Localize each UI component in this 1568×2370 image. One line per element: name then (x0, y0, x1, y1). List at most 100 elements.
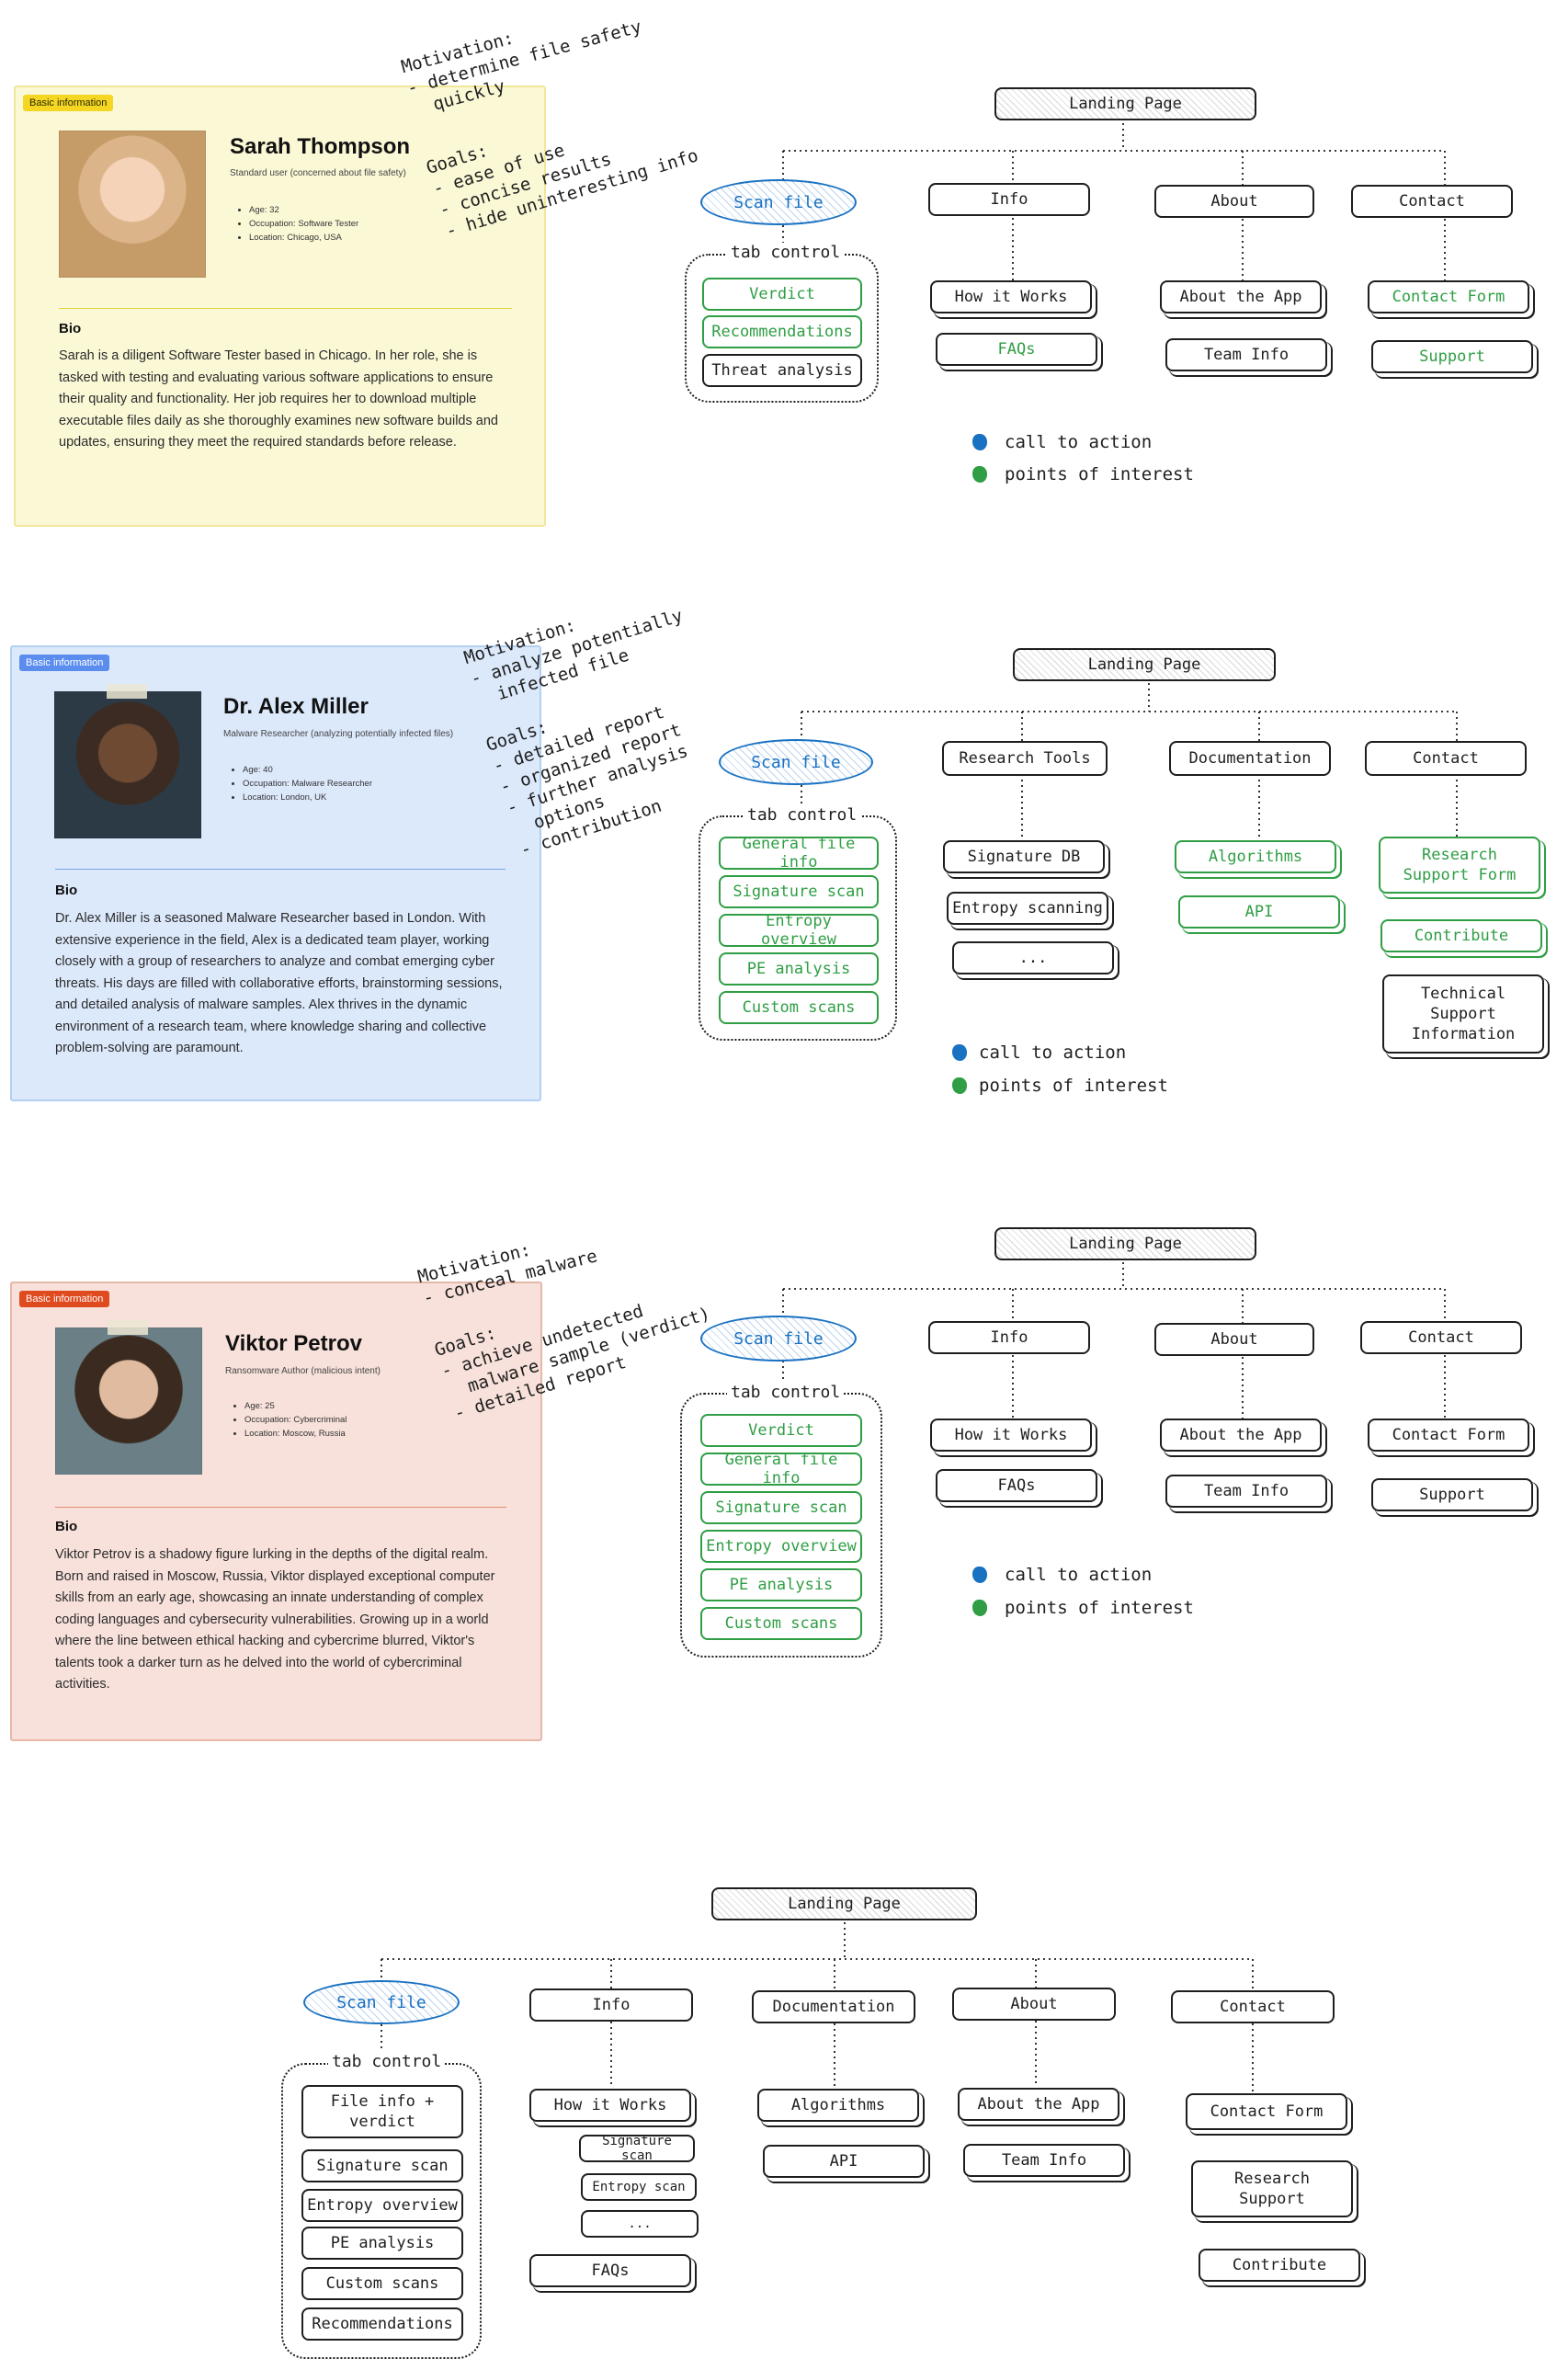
page-contribute: Contribute (1381, 919, 1542, 952)
page-algorithms: Algorithms (1175, 840, 1336, 873)
tab-custom-scans: Custom scans (301, 2267, 463, 2300)
page-how-it-works: How it Works (930, 1419, 1092, 1452)
persona-card-alex: Basic information Dr. Alex Miller Malwar… (10, 645, 541, 1101)
page-how-it-works: How it Works (529, 2089, 691, 2122)
tab-file-info-verdict: File info + verdict (301, 2085, 463, 2138)
detail-age: Age: 25 (244, 1399, 347, 1413)
nav-info: Info (928, 183, 1090, 216)
nav-info: Info (928, 1321, 1090, 1354)
divider (55, 869, 506, 870)
basic-information-badge: Basic information (19, 655, 110, 671)
persona-subtitle: Standard user (concerned about file safe… (230, 168, 406, 178)
detail-location: Location: London, UK (243, 791, 372, 804)
tab-recommendations: Recommendations (702, 315, 862, 348)
page-team-info: Team Info (1165, 1475, 1327, 1508)
persona-subtitle: Malware Researcher (analyzing potentiall… (223, 729, 454, 739)
avatar (59, 131, 206, 278)
persona-card-viktor: Basic information Viktor Petrov Ransomwa… (10, 1282, 542, 1741)
legend-points-of-interest: points of interest (979, 1076, 1168, 1096)
tab-verdict: Verdict (700, 1414, 862, 1447)
nav-info: Info (529, 1988, 693, 2022)
scan-file-node: Scan file (303, 1980, 460, 2024)
divider (59, 308, 512, 309)
nav-contact: Contact (1351, 185, 1513, 218)
landing-page-node: Landing Page (1013, 648, 1276, 681)
persona-name: Sarah Thompson (230, 134, 411, 159)
page-more: ... (952, 941, 1114, 974)
point-of-interest-marker (972, 1600, 987, 1616)
detail-age: Age: 40 (243, 763, 372, 777)
landing-page-node: Landing Page (994, 1227, 1256, 1260)
tab-control-label: tab control (727, 243, 845, 262)
page-support: Support (1371, 1478, 1533, 1511)
tape-decoration (107, 684, 147, 699)
tab-control-label: tab control (727, 1383, 845, 1402)
scan-file-node: Scan file (700, 179, 857, 225)
tab-general-file-info: General file info (700, 1451, 862, 1487)
page-contact-form: Contact Form (1368, 1419, 1529, 1452)
basic-information-badge: Basic information (23, 95, 114, 111)
legend-points-of-interest: points of interest (1005, 464, 1194, 484)
persona-subtitle: Ransomware Author (malicious intent) (225, 1366, 381, 1376)
page-how-it-works: How it Works (930, 280, 1092, 313)
page-more: ... (581, 2210, 699, 2238)
tab-entropy-overview: Entropy overview (719, 912, 879, 949)
page-technical-support-information: Technical Support Information (1382, 974, 1544, 1054)
tab-control-label: tab control (744, 805, 861, 825)
landing-page-node: Landing Page (994, 87, 1256, 120)
persona-name: Viktor Petrov (225, 1331, 362, 1356)
persona-details: Age: 40 Occupation: Malware Researcher L… (230, 763, 372, 804)
scan-file-node: Scan file (719, 739, 873, 785)
page-research-support: Research Support (1191, 2160, 1353, 2217)
persona-name: Dr. Alex Miller (223, 694, 369, 719)
bio-heading: Bio (55, 883, 78, 898)
page-support: Support (1371, 340, 1533, 373)
nav-contact: Contact (1365, 741, 1527, 776)
tab-verdict: Verdict (702, 278, 862, 311)
avatar (55, 1327, 202, 1475)
nav-contact: Contact (1171, 1990, 1335, 2023)
detail-location: Location: Chicago, USA (249, 231, 358, 245)
page-entropy-scanning: Entropy scanning (947, 892, 1108, 925)
bio-text: Viktor Petrov is a shadowy figure lurkin… (55, 1547, 495, 1692)
tab-recommendations: Recommendations (301, 2307, 463, 2341)
page-contact-form: Contact Form (1368, 280, 1529, 313)
page-signature-scan: Signature scan (579, 2134, 695, 2163)
page-contribute: Contribute (1199, 2249, 1360, 2282)
tab-threat-analysis: Threat analysis (702, 354, 862, 387)
nav-contact: Contact (1360, 1321, 1522, 1354)
legend-call-to-action: call to action (1005, 432, 1153, 452)
nav-research-tools: Research Tools (942, 741, 1108, 776)
call-to-action-marker (972, 1567, 987, 1583)
tab-pe-analysis: PE analysis (301, 2227, 463, 2260)
page-contact-form: Contact Form (1186, 2093, 1347, 2130)
page-api: API (763, 2145, 925, 2178)
page-algorithms: Algorithms (757, 2089, 919, 2122)
tab-custom-scans: Custom scans (719, 991, 879, 1024)
bio-heading: Bio (59, 321, 82, 336)
detail-location: Location: Moscow, Russia (244, 1427, 347, 1441)
page-faqs: FAQs (936, 333, 1097, 366)
tab-entropy-overview: Entropy overview (301, 2189, 463, 2222)
nav-documentation: Documentation (1169, 741, 1331, 776)
legend-points-of-interest: points of interest (1005, 1598, 1194, 1618)
detail-occupation: Occupation: Cybercriminal (244, 1413, 347, 1427)
scan-file-node: Scan file (700, 1316, 857, 1362)
page-faqs: FAQs (936, 1469, 1097, 1502)
basic-information-badge: Basic information (19, 1291, 110, 1307)
bio-text: Dr. Alex Miller is a seasoned Malware Re… (55, 911, 503, 1055)
page-team-info: Team Info (1165, 338, 1327, 371)
page-team-info: Team Info (963, 2144, 1125, 2177)
page-entropy-scan: Entropy scan (581, 2173, 697, 2201)
tab-pe-analysis: PE analysis (700, 1568, 862, 1601)
call-to-action-marker (952, 1044, 967, 1061)
bio-text: Sarah is a diligent Software Tester base… (59, 348, 498, 450)
page-about-the-app: About the App (1160, 1419, 1322, 1452)
page-signature-db: Signature DB (943, 840, 1105, 873)
nav-about: About (1154, 1323, 1314, 1356)
nav-documentation: Documentation (752, 1990, 915, 2023)
tab-pe-analysis: PE analysis (719, 952, 879, 986)
nav-about: About (952, 1988, 1116, 2021)
tab-signature-scan: Signature scan (719, 875, 879, 908)
